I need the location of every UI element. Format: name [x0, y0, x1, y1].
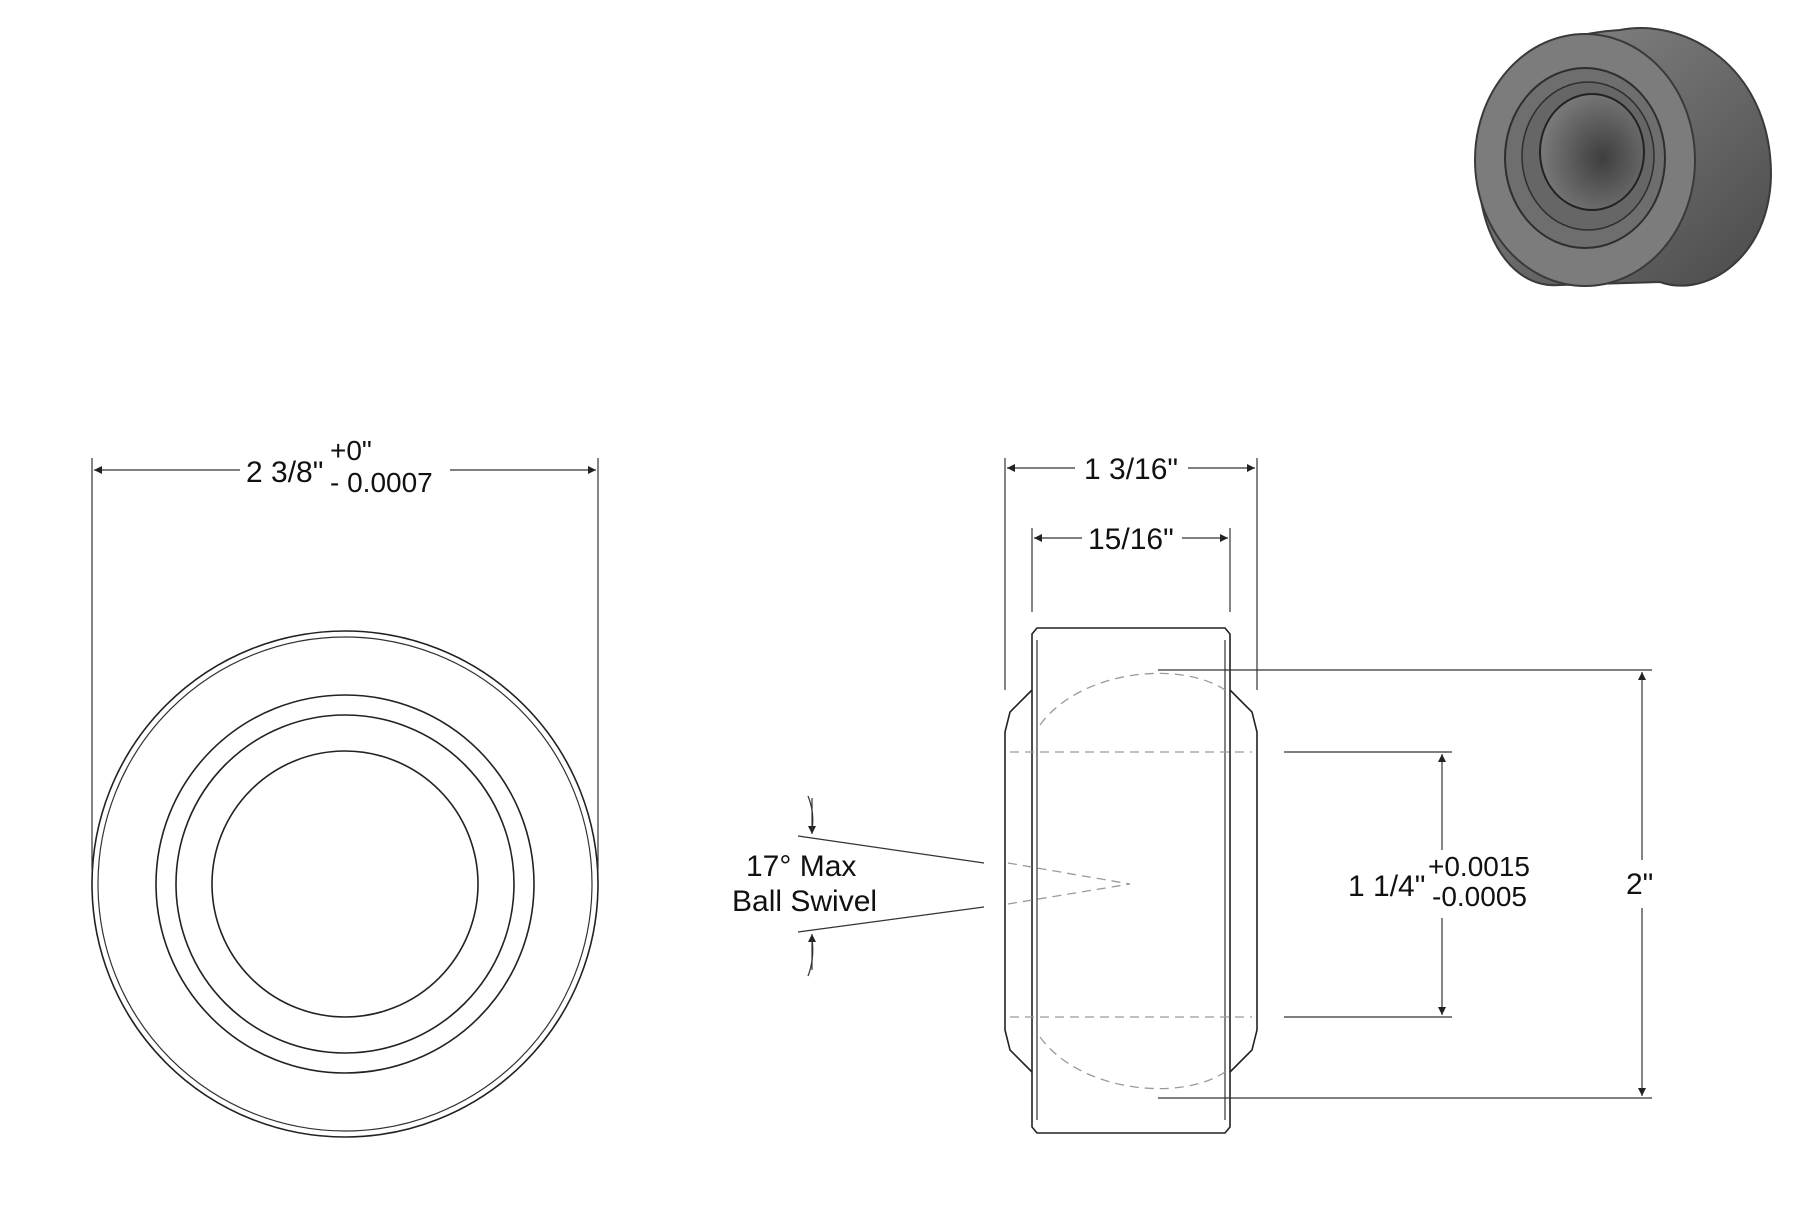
od-dimension-text: 2 3/8"	[246, 456, 323, 489]
ball-protrusion-left	[1004, 689, 1033, 1073]
ball-outer-circle	[155, 694, 535, 1074]
swivel-leader-upper	[797, 835, 985, 864]
swivel-note-line1: 17° Max	[746, 850, 856, 883]
front-view: 2 3/8" +0" - 0.0007	[91, 435, 599, 1138]
outer-race-inner-edge	[97, 636, 593, 1132]
side-view: 1 3/16" 15/16" 2" 1 1/4" +0.0015 -0.0005…	[732, 453, 1653, 1134]
bore-circle	[211, 750, 479, 1018]
od-tolerance-plus: +0"	[330, 435, 372, 466]
bore-tolerance-minus: -0.0005	[1432, 881, 1527, 912]
swivel-angle-arc-upper	[807, 795, 814, 831]
swivel-note-line2: Ball Swivel	[732, 885, 877, 918]
isometric-view	[1474, 27, 1772, 287]
swivel-hidden-lower	[1007, 883, 1131, 905]
od-tolerance-minus: - 0.0007	[330, 467, 433, 498]
swivel-leader-lower	[797, 906, 985, 933]
ball-face-circle	[175, 714, 515, 1054]
swivel-angle-arc-lower	[807, 939, 814, 977]
overall-width-text: 1 3/16"	[1084, 453, 1178, 486]
bore-dimension-text: 1 1/4"	[1348, 870, 1425, 903]
swivel-hidden-upper	[1007, 862, 1131, 885]
ball-sphere-hidden	[1039, 672, 1226, 726]
outer-race-circle	[91, 630, 599, 1138]
ball-diameter-text: 2"	[1626, 868, 1653, 901]
bore-tolerance-plus: +0.0015	[1428, 851, 1530, 882]
iso-bore	[1539, 93, 1645, 211]
inner-width-text: 15/16"	[1088, 523, 1174, 556]
race-profile	[1031, 627, 1231, 1134]
ball-protrusion-right	[1229, 689, 1258, 1073]
ball-sphere-hidden-bottom	[1039, 1036, 1226, 1090]
